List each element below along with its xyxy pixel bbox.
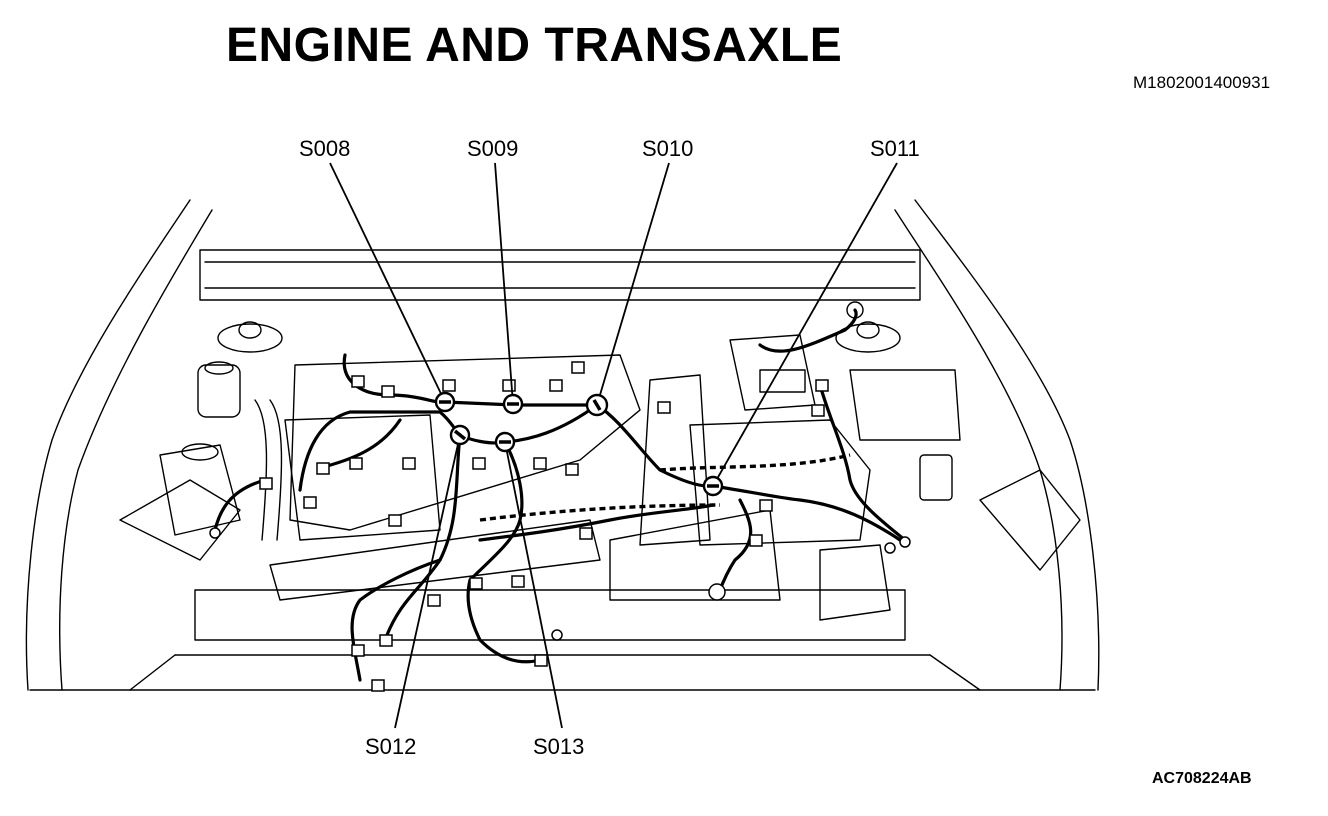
callout-label-s010: S010	[642, 136, 694, 161]
splice-s008	[329, 162, 456, 413]
transaxle	[609, 374, 891, 621]
figure-code: AC708224AB	[1152, 770, 1252, 787]
intake-hose	[254, 399, 268, 541]
callout-label-s013: S013	[533, 734, 585, 759]
callout-label-s011: S011	[870, 136, 920, 161]
harness-connectors	[209, 361, 911, 692]
splice-s013	[494, 431, 563, 729]
callout-label-s008: S008	[299, 136, 351, 161]
splice-s009	[494, 162, 524, 415]
engine-block	[269, 354, 641, 601]
strut-tower-right	[835, 301, 901, 353]
callout-label-s012: S012	[365, 734, 417, 759]
splice-s011	[702, 162, 898, 497]
callout-label-s009: S009	[467, 136, 519, 161]
coolant-reservoir	[197, 361, 241, 418]
reference-code: M1802001400931	[1133, 73, 1271, 92]
air-cleaner	[159, 443, 241, 536]
strut-tower-left	[217, 321, 283, 353]
splice-s010	[585, 162, 670, 417]
splice-s012	[394, 424, 471, 729]
diagram-title: ENGINE AND TRANSAXLE	[226, 19, 843, 72]
wiring-harness	[213, 308, 907, 682]
battery	[849, 369, 961, 501]
vehicle-body-outline	[25, 199, 1100, 691]
